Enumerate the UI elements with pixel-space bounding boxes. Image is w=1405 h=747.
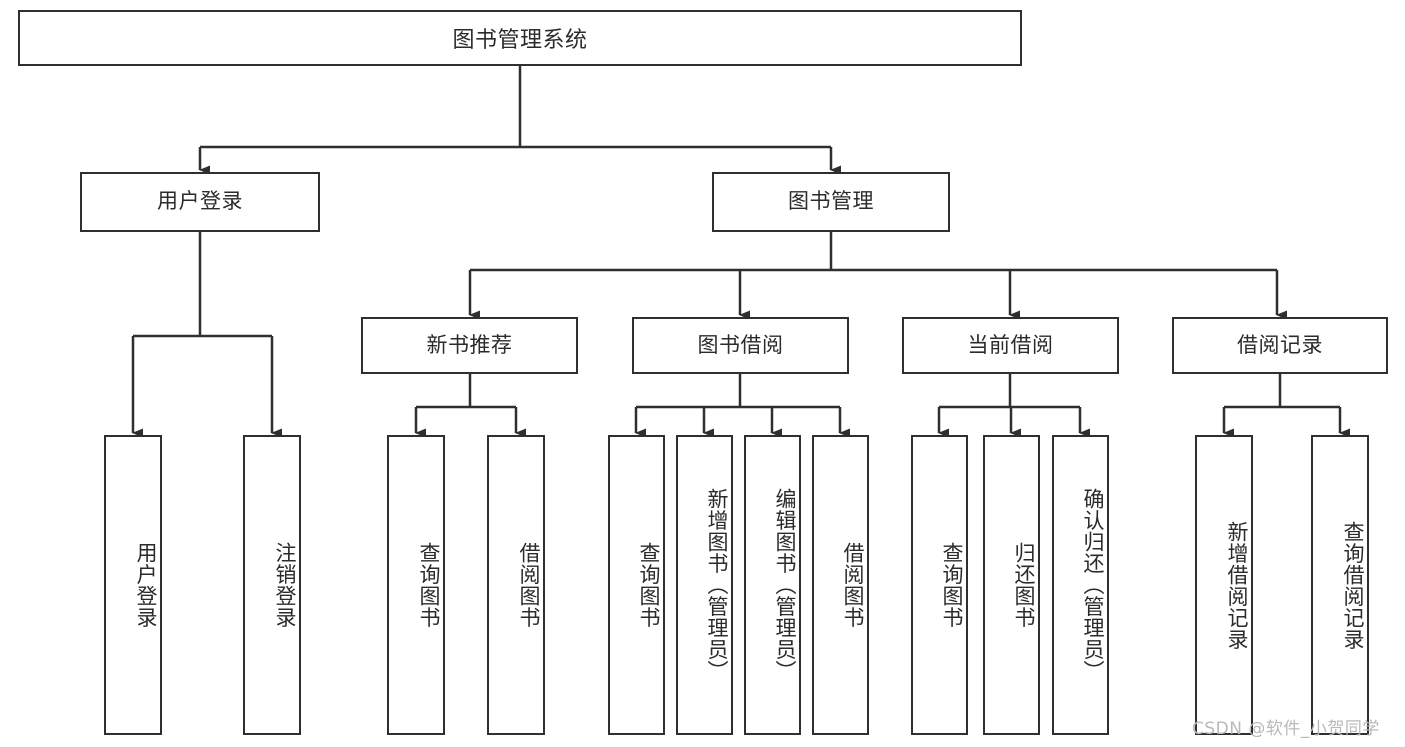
leaf-return-book[interactable]: 归还图书: [983, 435, 1040, 735]
leaf-add-borrow-record[interactable]: 新增借阅记录: [1195, 435, 1253, 735]
node-user-login[interactable]: 用户登录: [80, 172, 320, 232]
node-root[interactable]: 图书管理系统: [18, 10, 1022, 66]
watermark-text: CSDN @软件_小贺同学: [1192, 719, 1380, 739]
node-current-borrowing[interactable]: 当前借阅: [902, 317, 1119, 374]
leaf-query-book-current[interactable]: 查询图书: [911, 435, 968, 735]
leaf-query-book-newbook[interactable]: 查询图书: [387, 435, 445, 735]
leaf-confirm-return-admin[interactable]: 确认归还（管理员）: [1052, 435, 1109, 735]
leaf-user-login[interactable]: 用户登录: [104, 435, 162, 735]
leaf-edit-book-admin[interactable]: 编辑图书（管理员）: [744, 435, 801, 735]
node-new-book-recommendation[interactable]: 新书推荐: [361, 317, 578, 374]
node-book-management[interactable]: 图书管理: [712, 172, 950, 232]
node-book-borrowing[interactable]: 图书借阅: [632, 317, 849, 374]
leaf-borrow-book-newbook[interactable]: 借阅图书: [487, 435, 545, 735]
leaf-borrow-book-borrowing[interactable]: 借阅图书: [812, 435, 869, 735]
node-borrowing-records[interactable]: 借阅记录: [1172, 317, 1388, 374]
leaf-user-logout[interactable]: 注销登录: [243, 435, 301, 735]
leaf-add-book-admin[interactable]: 新增图书（管理员）: [676, 435, 733, 735]
leaf-query-book-borrowing[interactable]: 查询图书: [608, 435, 665, 735]
leaf-query-borrow-record[interactable]: 查询借阅记录: [1311, 435, 1369, 735]
